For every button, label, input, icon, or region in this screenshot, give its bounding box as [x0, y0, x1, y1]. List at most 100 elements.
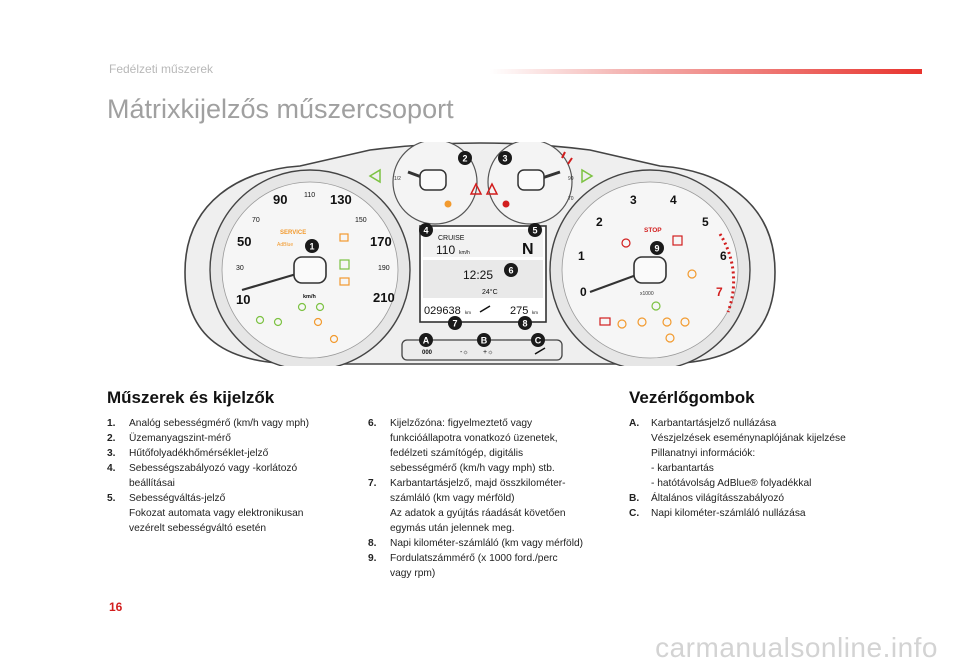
- abs-icon: [637, 317, 647, 327]
- instruments-list-col2: 6.Kijelzőzóna: figyelmeztető vagy funkci…: [368, 416, 618, 581]
- page-number: 16: [109, 600, 123, 614]
- svg-text:50: 50: [237, 234, 251, 249]
- svg-text:6: 6: [720, 249, 727, 263]
- svg-text:0: 0: [580, 285, 587, 299]
- sidelight-icon: [297, 302, 307, 312]
- temp-mark-label: 90: [568, 176, 574, 182]
- callout-3: 3: [498, 151, 512, 165]
- button-b-symbol: -☼: [460, 349, 469, 356]
- airbag-off-icon: [680, 317, 690, 327]
- list-item: 2.Üzemanyagszint-mérő: [107, 433, 231, 444]
- callout-b: B: [477, 333, 491, 347]
- low-fuel-indicator: [444, 200, 452, 208]
- oil-pressure-icon: [621, 238, 631, 248]
- controls-section-title: Vezérlőgombok: [629, 388, 755, 407]
- esp-icon: [662, 317, 672, 327]
- svg-text:1: 1: [578, 249, 585, 263]
- fuel-half-label: 1/2: [394, 176, 401, 182]
- svg-text:4: 4: [423, 226, 428, 236]
- tyre-pressure-icon: [617, 319, 627, 329]
- service-label: SERVICE: [280, 230, 306, 236]
- svg-text:150: 150: [355, 217, 367, 224]
- dipped-beam-icon: [315, 302, 325, 312]
- callout-9: 9: [650, 241, 664, 255]
- adblue-label: AdBlue: [277, 242, 293, 248]
- callout-8: 8: [518, 316, 532, 330]
- turn-right-arrow-icon: [581, 168, 594, 184]
- button-a-symbol: 000: [422, 350, 433, 356]
- battery-warning-icon: [599, 317, 611, 326]
- svg-text:B: B: [481, 336, 488, 346]
- svg-text:8: 8: [522, 319, 527, 329]
- tachometer-scale: 0 1 2 3 4 5 6 7: [578, 193, 727, 299]
- footer-watermark: carmanualsonline.info: [655, 632, 938, 663]
- list-item: 5.Sebességváltás-jelző Fokozat automata …: [107, 493, 304, 534]
- list-item: C.Napi kilométer-számláló nullázása: [629, 508, 806, 519]
- list-item: 8.Napi kilométer-számláló (km vagy mérfö…: [368, 538, 584, 549]
- list-item: 9.Fordulatszámmérő (x 1000 ford./perc va…: [368, 553, 558, 579]
- rear-fog-icon: [313, 317, 323, 327]
- speed-unit-label: km/h: [303, 294, 316, 300]
- controls-list: A.Karbantartásjelző nullázása Vészjelzés…: [629, 416, 899, 521]
- svg-text:2: 2: [596, 215, 603, 229]
- svg-text:170: 170: [370, 234, 392, 249]
- svg-text:C: C: [535, 336, 542, 346]
- callout-7: 7: [448, 316, 462, 330]
- cruise-speed: 110: [436, 243, 455, 257]
- rpm-unit-label: x1000: [640, 291, 654, 297]
- list-item: B.Általános világításszabályozó: [629, 493, 785, 504]
- wrench-button-icon: [534, 347, 546, 355]
- speedometer-scale: 10 30 50 70 90 110 130 150 170 190 210: [236, 192, 395, 307]
- clock-display: 12:25: [463, 268, 493, 282]
- odometer-display: 029638: [424, 305, 461, 317]
- callout-4: 4: [419, 223, 433, 237]
- svg-text:90: 90: [273, 192, 287, 207]
- page-title: Mátrixkijelzős műszercsoport: [107, 94, 454, 124]
- instrument-cluster-illustration: 1/2 90 70 10 30 50 70 90 110 130 150 170…: [184, 142, 776, 366]
- callout-6: 6: [504, 263, 518, 277]
- svg-text:110: 110: [304, 192, 315, 199]
- trip-display: 275: [510, 305, 528, 317]
- svg-text:2: 2: [462, 154, 467, 164]
- callout-2: 2: [458, 151, 472, 165]
- odometer-unit: km: [465, 310, 471, 315]
- temp-mark-label-2: 70: [568, 196, 574, 202]
- section-header: Fedélzeti műszerek: [109, 62, 214, 76]
- svg-text:7: 7: [452, 319, 457, 329]
- svg-text:30: 30: [236, 265, 244, 272]
- temperature-display: 24°C: [482, 288, 498, 296]
- list-item: 1.Analóg sebességmérő (km/h vagy mph): [107, 418, 310, 429]
- gear-indicator: N: [522, 241, 534, 258]
- header-accent-bar: [490, 69, 922, 74]
- callout-1: 1: [305, 239, 319, 253]
- auto-lights-icon: [255, 315, 265, 325]
- particle-filter-icon: [665, 333, 675, 343]
- svg-text:A: A: [423, 336, 430, 346]
- instruments-list-col1: 1.Analóg sebességmérő (km/h vagy mph) 2.…: [107, 416, 352, 536]
- callout-5: 5: [528, 223, 542, 237]
- wrench-icon: [479, 305, 491, 313]
- list-item: 7.Karbantartásjelző, majd összkilométer-…: [368, 478, 566, 534]
- list-item: 6.Kijelzőzóna: figyelmeztető vagy funkci…: [368, 418, 558, 474]
- light-indicator-icon: [339, 259, 350, 270]
- list-item: 3.Hűtőfolyadékhőmérséklet-jelző: [107, 448, 269, 459]
- svg-text:10: 10: [236, 292, 250, 307]
- svg-text:5: 5: [702, 215, 709, 229]
- stop-label: STOP: [644, 227, 662, 234]
- airbag-warning-icon: [469, 182, 483, 195]
- preheat-icon: [339, 233, 349, 242]
- main-beam-icon: [273, 317, 283, 327]
- tachometer-hub: [633, 256, 667, 284]
- callout-a: A: [419, 333, 433, 347]
- temp-warning-indicator: [502, 200, 510, 208]
- brake-warning-icon: [672, 235, 683, 246]
- svg-text:3: 3: [630, 193, 637, 207]
- list-item: A.Karbantartásjelző nullázása Vészjelzés…: [629, 418, 846, 489]
- fog-lamp-icon: [339, 277, 350, 286]
- speedometer-hub: [293, 256, 327, 284]
- svg-text:70: 70: [252, 217, 260, 224]
- svg-text:9: 9: [654, 244, 659, 254]
- svg-text:4: 4: [670, 193, 677, 207]
- svg-text:6: 6: [508, 266, 513, 276]
- engine-warning-icon: [687, 269, 697, 279]
